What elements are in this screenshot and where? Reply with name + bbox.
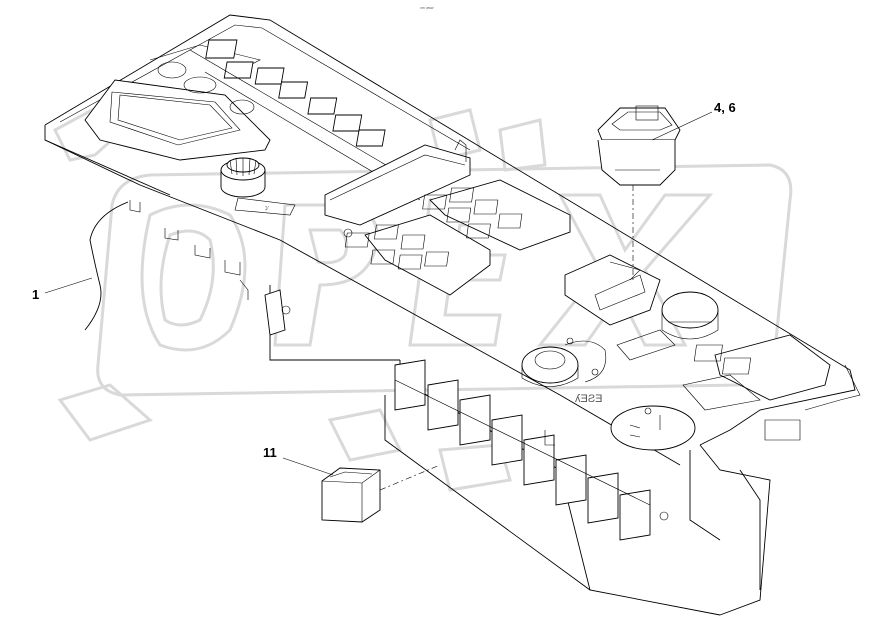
rotary-control-knob: ℷ⁄ bbox=[220, 157, 296, 216]
knob-marking: ℷ⁄ bbox=[265, 206, 269, 212]
callout-label-11: 11 bbox=[263, 445, 277, 460]
rocker-switch-part bbox=[597, 105, 681, 280]
instrument-display-cluster bbox=[84, 44, 271, 161]
rocker-switch-slot bbox=[564, 254, 661, 326]
rotary-dial bbox=[610, 405, 696, 451]
callout-4-6: 4, 6 bbox=[651, 100, 736, 141]
center-housing bbox=[324, 139, 471, 238]
relay-cube-part bbox=[321, 464, 441, 523]
center-left-switch-block bbox=[344, 214, 491, 296]
wire-part bbox=[84, 201, 129, 331]
upper-switch-row bbox=[189, 39, 421, 201]
center-right-switch-block bbox=[422, 179, 571, 251]
header-mark: ᵒᵐ ʷʷʷ bbox=[420, 6, 434, 12]
buzzer-sensor bbox=[521, 329, 676, 387]
callout-label-1: 1 bbox=[32, 287, 39, 302]
relay-socket-row bbox=[394, 359, 669, 541]
stamp-marking: ʎƎƧƎ bbox=[575, 393, 603, 405]
callout-1: 1 bbox=[32, 277, 93, 302]
callout-11: 11 bbox=[263, 445, 334, 476]
callout-label-4-6: 4, 6 bbox=[714, 100, 736, 115]
round-cover-cap bbox=[661, 291, 719, 340]
right-switch-block bbox=[682, 334, 831, 411]
